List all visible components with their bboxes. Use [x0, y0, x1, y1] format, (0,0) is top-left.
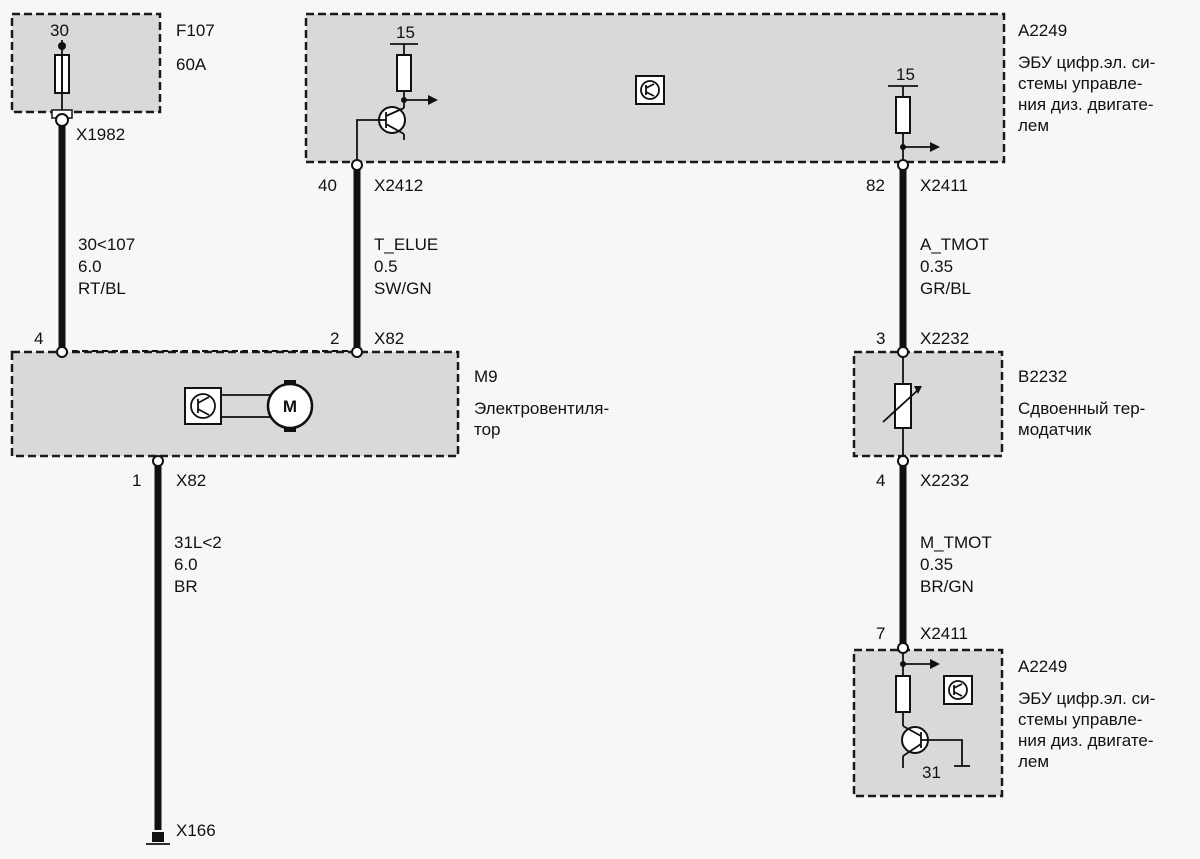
sensor-pin-4-label: 4: [876, 471, 885, 490]
fan-name-1: Электровентиля-: [474, 399, 609, 418]
connector-x2412-label: X2412: [374, 176, 423, 195]
connector-x1982-label: X1982: [76, 125, 125, 144]
connector-x2412-pin: [351, 159, 363, 171]
pin-82-label: 82: [866, 176, 885, 195]
fuse-box: [10, 12, 162, 114]
thermistor-symbol: [882, 357, 922, 456]
ecu-bottom-ground-label: 31: [922, 763, 941, 782]
ecu-top-right-supply: 15: [896, 65, 915, 84]
wire-4-signal: 31L<2: [174, 533, 222, 552]
sensor-pin-3-connector: [897, 346, 909, 358]
wire-3-gauge: 0.35: [920, 257, 953, 276]
wire-3-color: GR/BL: [920, 279, 971, 298]
ecu-bottom-name-3: ния диз. двигате-: [1018, 731, 1154, 750]
ecu-top-name-3: ния диз. двигате-: [1018, 95, 1154, 114]
ecu-bottom-circuit: [895, 653, 970, 768]
wire-4-color: BR: [174, 577, 198, 596]
fan-name-2: тор: [474, 420, 501, 439]
connector-x1982-pin: [55, 113, 69, 127]
pin-7-label: 7: [876, 624, 885, 643]
fan-pin-1-label: 1: [132, 471, 141, 490]
fan-pin-1-connector: [152, 455, 164, 467]
wire-2-signal: T_ELUE: [374, 235, 438, 254]
wire-3-signal: A_TMOT: [920, 235, 989, 254]
ecu-top-chip-icon: [635, 75, 665, 105]
connector-x2411-bottom-pin: [897, 642, 909, 654]
ecu-bottom-chip-icon: [943, 675, 973, 705]
wire-5-color: BR/GN: [920, 577, 974, 596]
ecu-top-left-supply: 15: [396, 23, 415, 42]
sensor-pin-3-label: 3: [876, 329, 885, 348]
ecu-top-left-circuit: [356, 43, 438, 160]
fan-id: M9: [474, 367, 498, 386]
fan-controller-icon: [184, 387, 270, 425]
ecu-top-name-1: ЭБУ цифр.эл. си-: [1018, 53, 1155, 72]
fan-pin-2-label: 2: [330, 329, 339, 348]
ecu-bottom-name-2: стемы управле-: [1018, 710, 1142, 729]
wire-1-signal: 30<107: [78, 235, 135, 254]
ground-conn-label: X166: [176, 821, 216, 840]
motor-symbol-label: M: [283, 397, 297, 416]
ecu-top-right-circuit: [888, 85, 940, 160]
wire-2-color: SW/GN: [374, 279, 432, 298]
ecu-bottom-name-1: ЭБУ цифр.эл. си-: [1018, 689, 1155, 708]
sensor-id: B2232: [1018, 367, 1067, 386]
ecu-bottom-id: A2249: [1018, 657, 1067, 676]
fan-pin-4-label: 4: [34, 329, 43, 348]
sensor-name-1: Сдвоенный тер-: [1018, 399, 1145, 418]
sensor-name-2: модатчик: [1018, 420, 1092, 439]
wire-5-signal: M_TMOT: [920, 533, 992, 552]
fuse-id: F107: [176, 21, 215, 40]
wire-1-gauge: 6.0: [78, 257, 102, 276]
motor-icon: M: [266, 380, 314, 432]
fuse-rating: 60A: [176, 55, 207, 74]
ecu-bottom-name-4: лем: [1018, 752, 1049, 771]
fan-conn-top-label: X82: [374, 329, 404, 348]
pin-40-label: 40: [318, 176, 337, 195]
wire-1-color: RT/BL: [78, 279, 126, 298]
fan-conn-bottom-label: X82: [176, 471, 206, 490]
sensor-conn-top-label: X2232: [920, 329, 969, 348]
connector-x2411-top-pin: [897, 159, 909, 171]
ground-connector-x166: [146, 832, 170, 845]
ecu-top-id: A2249: [1018, 21, 1067, 40]
fuse-terminal-label: 30: [50, 21, 69, 40]
fan-pin-2-connector: [351, 346, 363, 358]
ecu-bottom-box: [852, 648, 1004, 798]
sensor-conn-bottom-label: X2232: [920, 471, 969, 490]
wire-2-gauge: 0.5: [374, 257, 398, 276]
fan-box: [10, 350, 460, 458]
fan-pin-4-connector: [56, 346, 68, 358]
connector-x2411-top-label: X2411: [920, 176, 968, 195]
sensor-box: [852, 350, 1004, 458]
wire-5-gauge: 0.35: [920, 555, 953, 574]
connector-x2411-bottom-label: X2411: [920, 624, 968, 643]
ecu-top-name-4: лем: [1018, 116, 1049, 135]
sensor-pin-4-connector: [897, 455, 909, 467]
fuse-symbol: [54, 40, 70, 112]
ecu-top-name-2: стемы управле-: [1018, 74, 1142, 93]
wire-4-gauge: 6.0: [174, 555, 198, 574]
